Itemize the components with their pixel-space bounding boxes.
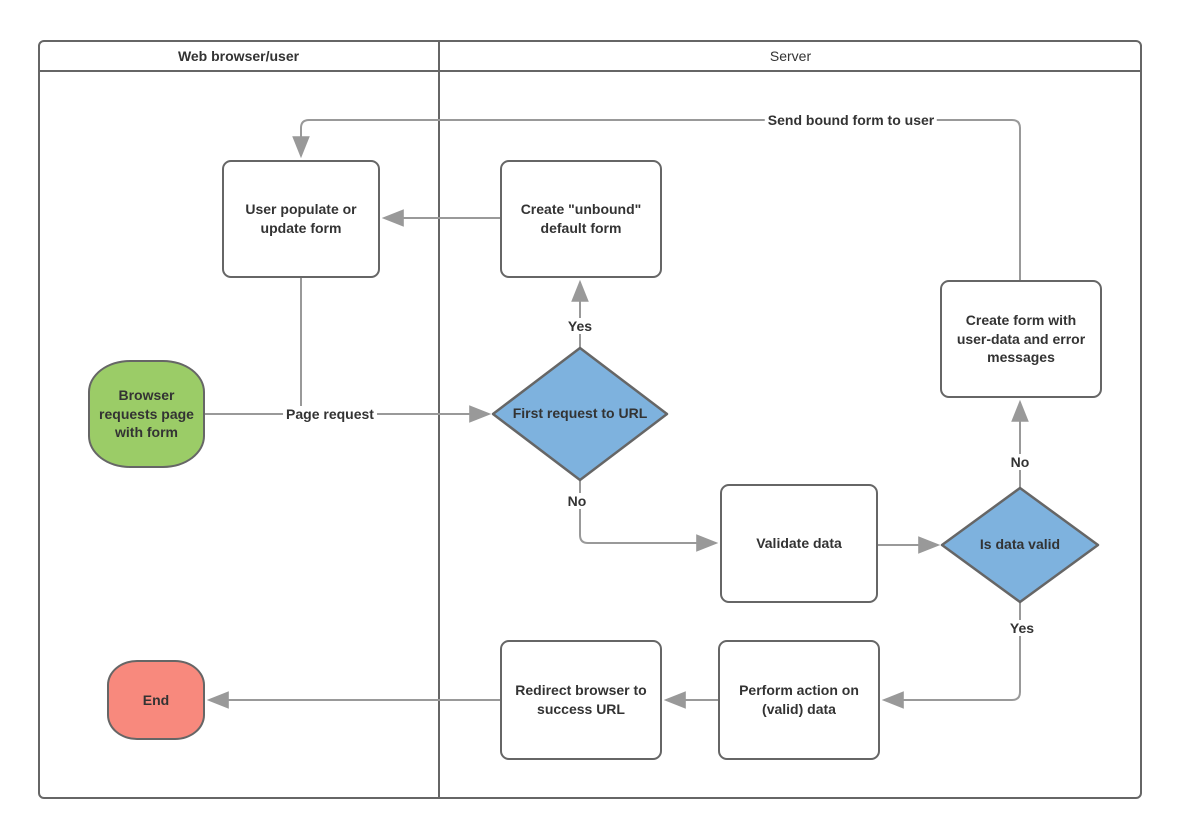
lane-header-separator (38, 70, 1142, 72)
node-end-label: End (142, 691, 170, 708)
node-redirect-label: Redirect browser to success URL (515, 682, 647, 717)
edge-create-form-to-user-populate-send-bound (292, 119, 1021, 280)
lane-title-web-browser: Web browser/user (177, 47, 300, 64)
node-create-form-label: Create form with user-data and error mes… (956, 311, 1086, 366)
edge-first-request-no-to-validate (579, 480, 719, 552)
decision-is-valid-shape (940, 486, 1100, 604)
node-perform-action: Perform action on (valid) data (718, 640, 880, 760)
node-create-unbound-label: Create "unbound" default form (520, 201, 642, 236)
node-redirect-browser: Redirect browser to success URL (500, 640, 662, 760)
edge-label-first-request-no: No (564, 493, 590, 509)
edge-label-first-request-yes: Yes (564, 318, 596, 334)
node-start-browser-requests: Browser requests page with form (88, 360, 205, 468)
node-create-form-with-errors: Create form with user-data and error mes… (940, 280, 1102, 398)
node-user-populate-label: User populate or update form (245, 201, 357, 236)
node-create-unbound-form: Create "unbound" default form (500, 160, 662, 278)
edge-label-send-bound-form: Send bound form to user (764, 112, 938, 128)
lane-title-server: Server (769, 47, 812, 64)
node-validate-label: Validate data (756, 535, 842, 552)
node-validate-data: Validate data (720, 484, 878, 603)
decision-first-request-shape (491, 346, 669, 482)
edge-label-page-request: Page request (283, 406, 377, 422)
node-user-populate-form: User populate or update form (222, 160, 380, 278)
lane-divider (438, 40, 440, 799)
decision-is-valid-label: Is data valid (979, 536, 1061, 553)
node-perform-label: Perform action on (valid) data (739, 682, 859, 717)
edge-label-is-valid-yes: Yes (1006, 620, 1038, 636)
edge-label-is-valid-no: No (1007, 454, 1033, 470)
node-start-label: Browser requests page with form (99, 386, 194, 441)
node-end: End (107, 660, 205, 740)
decision-first-request-label: First request to URL (512, 405, 648, 422)
edge-is-valid-yes-to-perform (881, 602, 1021, 709)
